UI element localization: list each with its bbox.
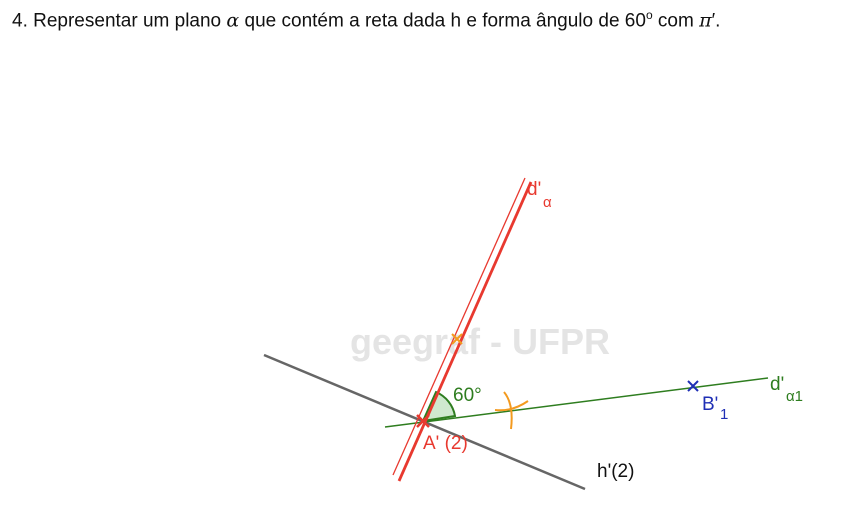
- label-point-b: B'1: [702, 394, 728, 423]
- statement-com: com: [652, 10, 700, 32]
- point-a-marker: [416, 414, 430, 428]
- line-d-alpha1: [384, 377, 769, 428]
- statement-suffix: ′.: [711, 10, 721, 32]
- label-d-alpha1: d'α1: [770, 374, 803, 405]
- label-d-alpha: d'α: [527, 179, 552, 211]
- exercise-statement: 4. Representar um plano α que contém a r…: [12, 8, 720, 32]
- line-d-alpha-thin: [392, 177, 526, 476]
- label-angle-60: 60°: [453, 385, 482, 406]
- alpha-symbol: α: [226, 9, 240, 32]
- label-h: h'(2): [597, 461, 634, 482]
- label-point-a: A' (2): [423, 433, 468, 454]
- construction-arc-vertical: [503, 391, 513, 430]
- line-d-alpha: [397, 181, 533, 482]
- angle-sector: [421, 390, 457, 423]
- watermark: geegraf - UFPR: [350, 321, 610, 362]
- degree-symbol: o: [645, 8, 653, 22]
- statement-prefix: 4. Representar um plano: [12, 10, 227, 32]
- pi-symbol: π: [699, 9, 712, 32]
- statement-middle: que contém a reta dada h e forma ângulo …: [239, 10, 646, 32]
- orange-cross-marker: [451, 333, 463, 345]
- construction-arc-horizontal: [494, 400, 529, 412]
- point-b-marker: [687, 380, 699, 392]
